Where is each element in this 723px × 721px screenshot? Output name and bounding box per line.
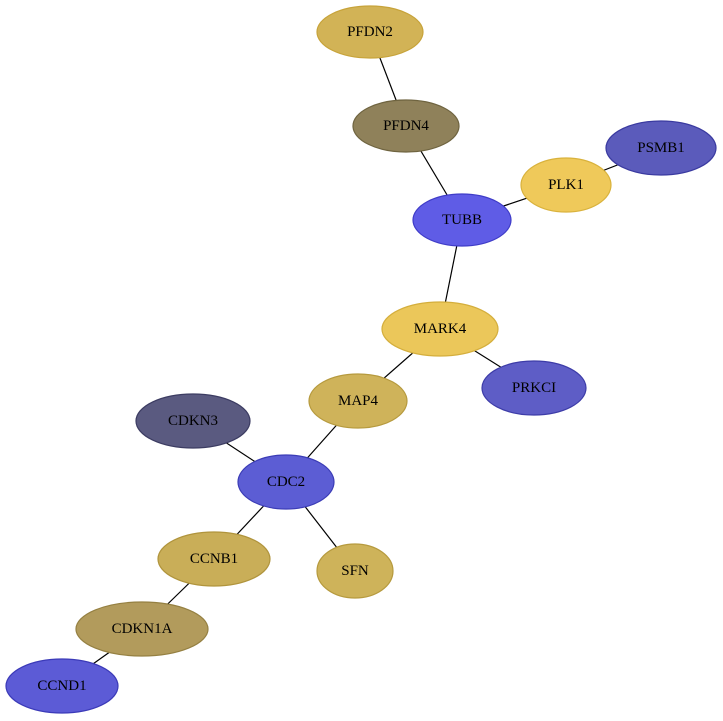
node-ellipse[interactable] [520,157,612,213]
node-label: PSMB1 [637,140,685,156]
node-ellipse[interactable] [237,454,335,510]
node-ellipse[interactable] [352,99,460,153]
node-ellipse[interactable] [481,360,587,416]
node-label: PFDN2 [347,24,393,40]
node-ellipse[interactable] [308,373,408,429]
node-label: SFN [341,563,369,579]
node-pfdn2[interactable]: PFDN2 [316,5,424,59]
node-tubb[interactable]: TUBB [412,193,512,247]
node-label: PFDN4 [383,118,429,134]
node-ellipse[interactable] [316,5,424,59]
node-ellipse[interactable] [605,120,717,176]
node-ellipse[interactable] [5,658,119,714]
node-prkci[interactable]: PRKCI [481,360,587,416]
node-label: CCND1 [37,678,86,694]
node-ellipse[interactable] [381,301,499,357]
node-ellipse[interactable] [75,601,209,657]
node-label: PLK1 [548,177,584,193]
node-sfn[interactable]: SFN [316,543,394,599]
node-mark4[interactable]: MARK4 [381,301,499,357]
node-label: CDKN3 [168,413,218,429]
node-pfdn4[interactable]: PFDN4 [352,99,460,153]
node-psmb1[interactable]: PSMB1 [605,120,717,176]
node-ellipse[interactable] [316,543,394,599]
node-cdkn3[interactable]: CDKN3 [135,393,251,449]
node-label: MAP4 [338,393,379,409]
node-cdkn1a[interactable]: CDKN1A [75,601,209,657]
node-ccnb1[interactable]: CCNB1 [157,531,271,587]
node-cdc2[interactable]: CDC2 [237,454,335,510]
node-plk1[interactable]: PLK1 [520,157,612,213]
node-ellipse[interactable] [135,393,251,449]
node-ellipse[interactable] [412,193,512,247]
node-ellipse[interactable] [157,531,271,587]
node-label: CDKN1A [112,621,173,637]
node-label: CDC2 [267,474,305,490]
node-label: PRKCI [512,380,556,396]
node-label: MARK4 [414,321,467,337]
node-ccnd1[interactable]: CCND1 [5,658,119,714]
node-label: TUBB [442,212,482,228]
node-map4[interactable]: MAP4 [308,373,408,429]
node-label: CCNB1 [190,551,238,567]
